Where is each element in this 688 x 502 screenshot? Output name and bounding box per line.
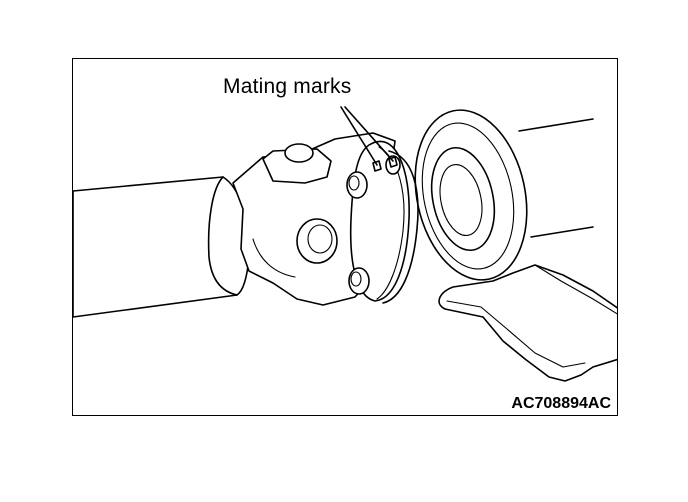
figure-code: AC708894AC	[511, 395, 611, 412]
diagram-frame: Mating marks AC708894AC	[72, 58, 618, 416]
propeller-shaft-illustration	[73, 106, 617, 382]
mating-marks-label: Mating marks	[223, 75, 352, 98]
mating-marks	[372, 156, 398, 172]
rear-shaft	[518, 118, 594, 238]
center-support-bearing	[414, 109, 528, 281]
front-shaft	[73, 176, 250, 318]
callout-leaders	[340, 106, 394, 166]
center-bearing-bracket	[438, 264, 617, 382]
